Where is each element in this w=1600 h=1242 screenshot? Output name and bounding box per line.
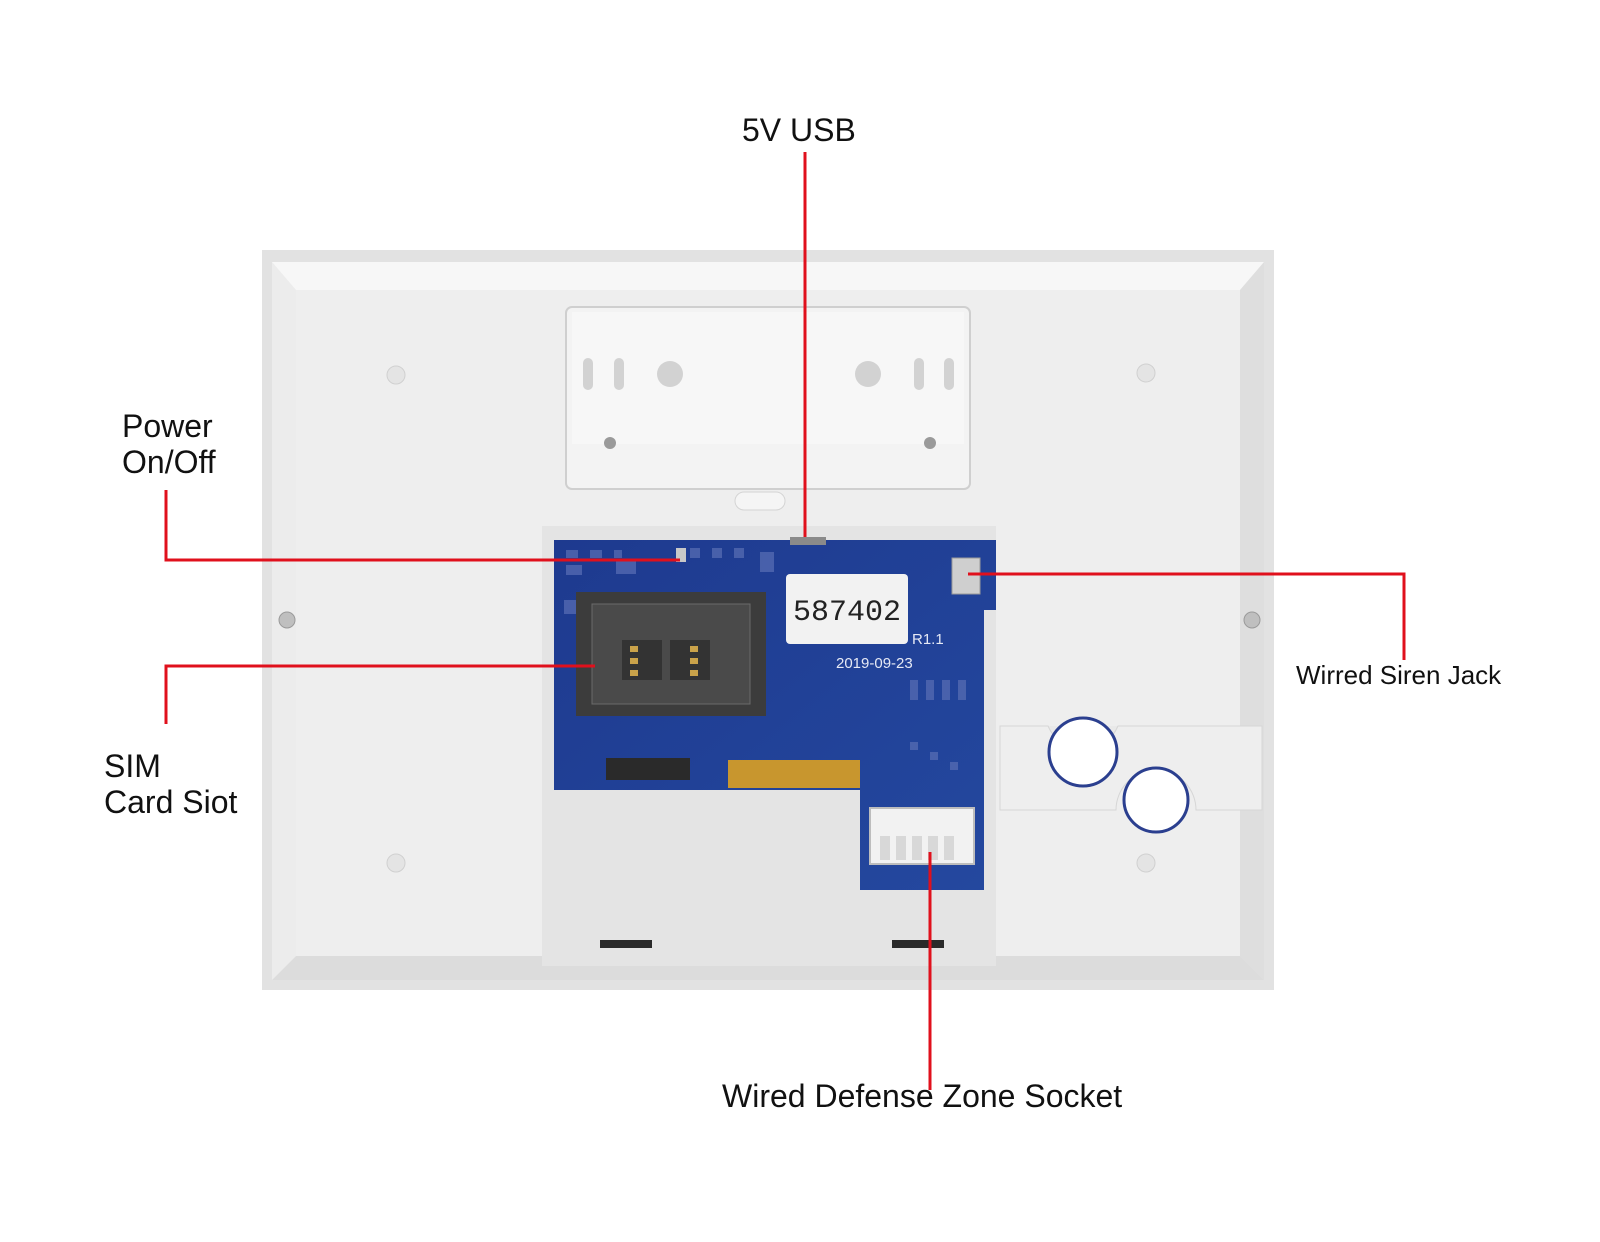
label-power-line1: Power	[122, 408, 213, 444]
mounting-bracket	[565, 306, 971, 511]
board-date: 2019-09-23	[836, 655, 913, 672]
label-5v-usb: 5V USB	[742, 112, 856, 148]
label-sim-card-slot: SIM Card Siot	[104, 748, 237, 820]
label-power-line2: On/Off	[122, 444, 216, 480]
sticker-number: 587402	[793, 596, 901, 630]
sim-card-holder	[576, 592, 766, 716]
leader-line-sim	[164, 664, 595, 724]
circuit-board	[554, 537, 996, 890]
siren-jack	[951, 557, 981, 595]
housing-screw-holes	[278, 363, 1261, 873]
label-power-on-off: Power On/Off	[122, 408, 216, 480]
label-wired-siren-jack: Wirred Siren Jack	[1296, 660, 1502, 690]
zone-socket	[869, 807, 975, 865]
leader-lines	[164, 152, 1406, 1090]
label-sim-line2: Card Siot	[104, 784, 238, 820]
label-wired-defense-zone-socket: Wired Defense Zone Socket	[722, 1078, 1123, 1114]
label-sim-line1: SIM	[104, 748, 161, 784]
leader-line-power	[164, 490, 680, 562]
leader-line-siren	[968, 572, 1406, 660]
serial-sticker	[786, 574, 908, 644]
board-revision: R1.1	[912, 631, 944, 648]
